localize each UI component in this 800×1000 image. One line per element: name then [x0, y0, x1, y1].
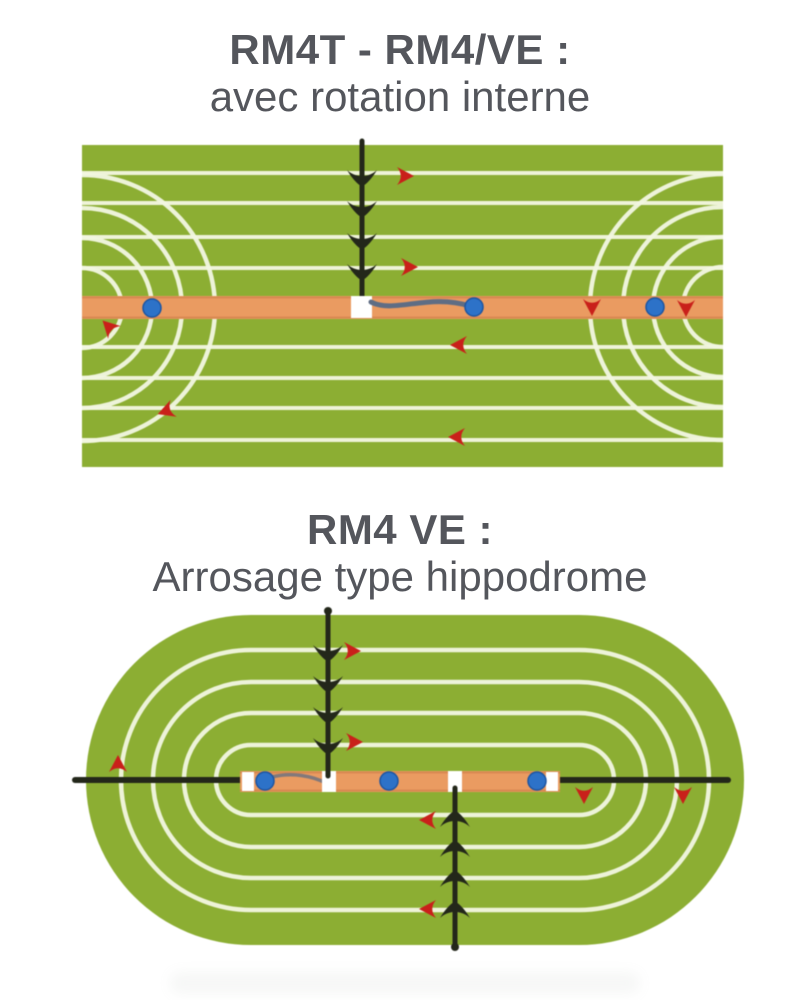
line-end-cap	[324, 607, 332, 615]
sprinkler-dot	[527, 771, 547, 791]
diagram1-title-block: RM4T - RM4/VE : avec rotation interne	[0, 26, 800, 120]
diagram2-subheading: Arrosage type hippodrome	[152, 553, 648, 600]
diagram2-heading: RM4 VE :	[306, 506, 494, 553]
junction-square	[322, 771, 336, 792]
sprinkler-dot	[142, 298, 162, 318]
track-diagram-rm4t	[81, 138, 724, 467]
junction-square	[448, 771, 462, 792]
line-end-cap	[451, 943, 459, 951]
sprinkler-dot	[255, 771, 275, 791]
water-hose	[368, 299, 473, 309]
supply-strip-oval	[240, 771, 560, 792]
strip-end-cap	[546, 772, 558, 791]
sprinkler-dots-d2	[255, 771, 547, 791]
sprinkler-dots-d1	[142, 297, 665, 318]
junction-squares-d2	[242, 771, 558, 792]
strip-end-cap	[242, 772, 254, 791]
diagram1-heading: RM4T - RM4/VE :	[229, 26, 571, 73]
diagram1-subheading: avec rotation interne	[209, 73, 591, 120]
track-diagram-rm4ve	[72, 607, 744, 951]
junction-square	[351, 296, 372, 318]
scan-bleed-artifact	[170, 972, 640, 994]
sprinkler-dot	[645, 297, 665, 317]
supply-strip	[82, 296, 723, 319]
sprinkler-dot	[379, 771, 399, 791]
sprinkler-dot	[464, 297, 484, 317]
diagram2-title-block: RM4 VE : Arrosage type hippodrome	[0, 506, 800, 600]
